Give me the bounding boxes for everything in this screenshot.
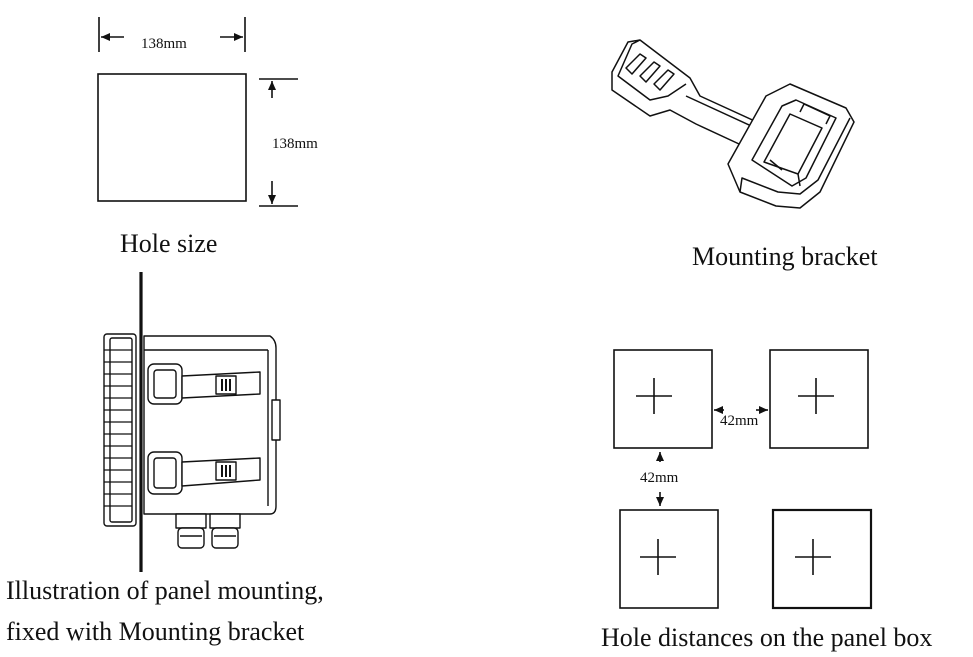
horizontal-distance-label: 42mm (720, 413, 759, 429)
hole-bottom-right (771, 508, 873, 610)
hole-size-caption: Hole size (120, 229, 218, 258)
mounting-bracket-caption: Mounting bracket (692, 242, 878, 271)
hole-size-drawing (97, 17, 298, 207)
cable-glands (175, 513, 241, 549)
hole-width-label: 138mm (141, 36, 187, 52)
panel-mounting-drawing (103, 272, 281, 572)
panel-mounting-caption-line1: Illustration of panel mounting, (6, 576, 324, 605)
hole-outline (97, 73, 247, 202)
vertical-distance-label: 42mm (640, 470, 679, 486)
hole-distances-caption: Hole distances on the panel box (601, 623, 933, 652)
panel-mounting-caption-line2: fixed with Mounting bracket (6, 617, 305, 646)
hole-top-left (613, 349, 713, 449)
hole-top-right (769, 349, 869, 449)
hole-distances-drawing (613, 349, 873, 610)
hole-bottom-left (619, 509, 719, 609)
hole-height-label: 138mm (272, 136, 318, 152)
mounting-bracket-drawing (611, 39, 855, 209)
front-fins (104, 349, 132, 507)
